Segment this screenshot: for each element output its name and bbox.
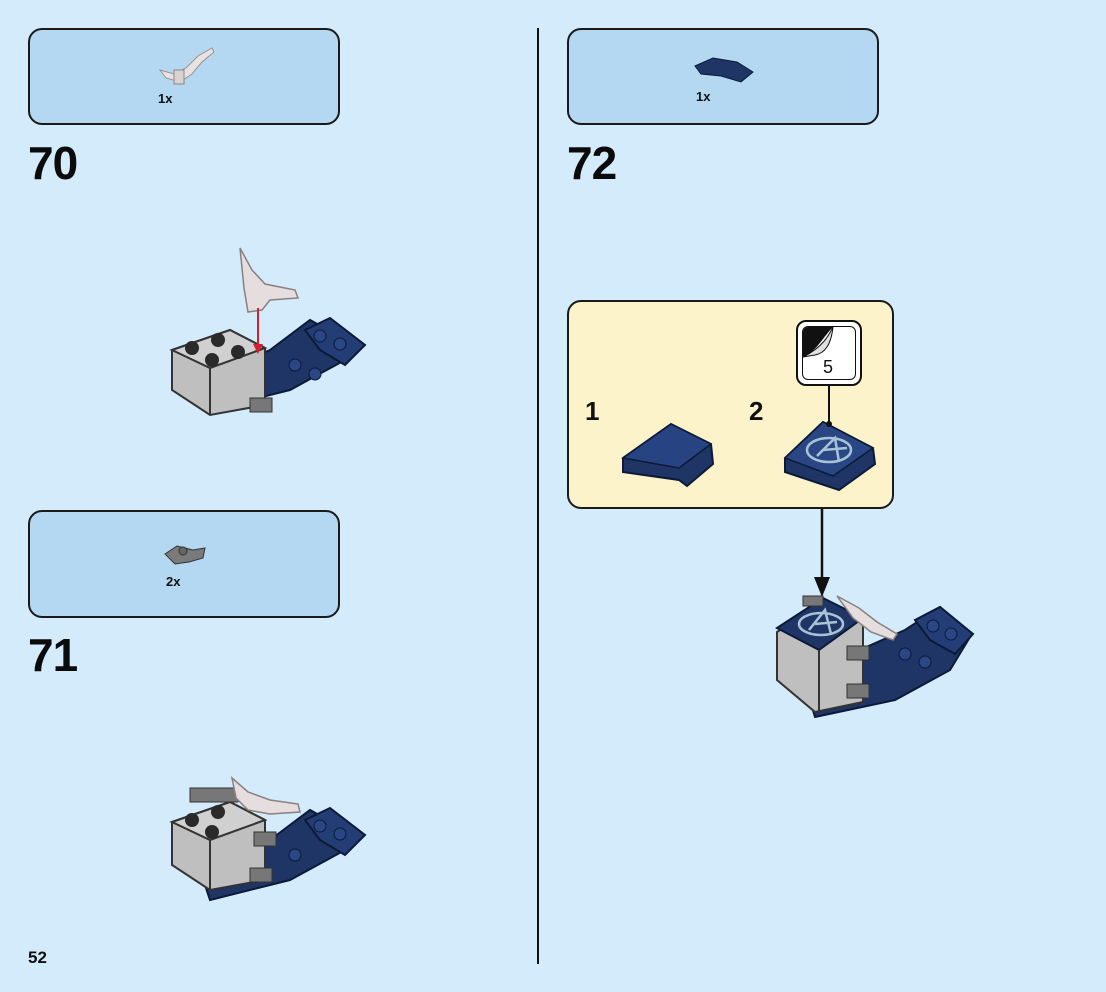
clip-plate-part-icon (164, 545, 206, 565)
placement-arrow (814, 509, 830, 597)
parts-qty: 2x (166, 574, 181, 589)
step-number: 72 (567, 137, 617, 189)
sticker-number: 5 (823, 357, 834, 377)
sticker-pointer-line (826, 386, 832, 427)
curved-slope-brick-icon (621, 422, 715, 488)
column-divider (537, 28, 539, 964)
assembly-illustration-step-71 (169, 775, 367, 902)
step-number: 70 (28, 137, 78, 189)
sticker-peel-icon (803, 327, 834, 358)
parts-box-step-71: 2x (28, 510, 340, 618)
substep-number: 2 (749, 396, 764, 426)
parts-qty: 1x (696, 89, 711, 104)
sticker-sheet-badge: 5 (796, 320, 862, 386)
parts-qty: 1x (158, 91, 173, 106)
parts-box-step-70: 1x (28, 28, 340, 125)
page-number: 52 (28, 948, 47, 967)
sticker-sheet-icon: 5 (802, 326, 856, 380)
assembly-illustration-step-72 (775, 595, 975, 719)
substep-number: 1 (585, 396, 600, 426)
avengers-sticker-brick-icon (783, 420, 877, 492)
assembly-illustration-step-70 (169, 247, 367, 417)
step-number: 71 (28, 629, 78, 681)
parts-box-step-72: 1x (567, 28, 879, 125)
bar-holder-clip-part-icon (158, 47, 215, 85)
curved-slope-part-icon (694, 57, 754, 83)
